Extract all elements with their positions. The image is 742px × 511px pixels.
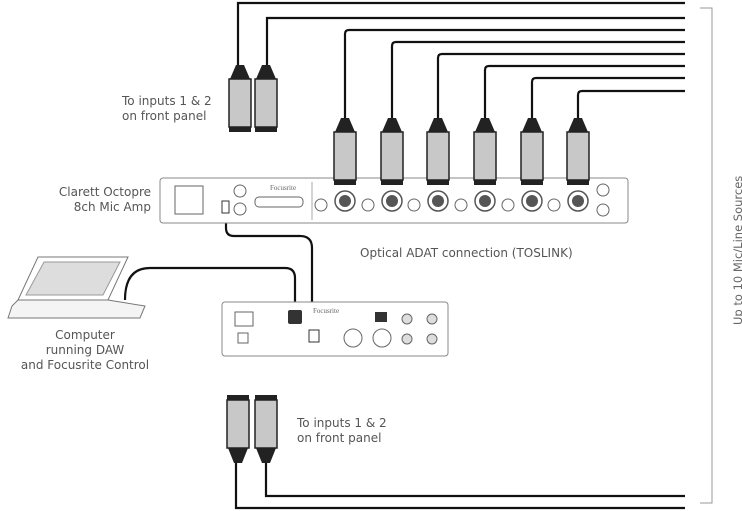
trs-jack-icon [501, 198, 515, 212]
xlr-connector-icon [228, 65, 252, 132]
trs-jack-icon [454, 198, 468, 212]
octopre-label: Clarett Octopre 8ch Mic Amp [46, 185, 151, 215]
xlr-connector-icon [426, 118, 450, 185]
cable [576, 89, 685, 118]
sources-bracket [700, 7, 713, 504]
cable [483, 64, 685, 118]
computer-line2: running DAW [45, 343, 125, 357]
xlr-connector-icon [254, 395, 278, 463]
cable [265, 16, 685, 65]
combo-jack-center [479, 195, 491, 207]
xlr-connector-icon [473, 118, 497, 185]
trs-jack-icon [407, 198, 421, 212]
top-inputs-line2: on front panel [122, 109, 207, 123]
octopre-line1: Clarett Octopre [58, 185, 151, 199]
combo-jack-center [572, 195, 584, 207]
cable [343, 28, 685, 118]
adat-label: Optical ADAT connection (TOSLINK) [360, 246, 573, 260]
xlr-connector-icon [380, 118, 404, 185]
clarett-octopre-device: Focusrite [159, 177, 629, 224]
trs-jack-icon [361, 198, 375, 212]
top-inputs-line1: To inputs 1 & 2 [122, 94, 212, 108]
trs-jack-icon [314, 198, 328, 212]
xlr-connector-icon [566, 118, 590, 185]
bottom-inputs-line2: on front panel [297, 431, 382, 445]
xlr-connector-icon [333, 118, 357, 185]
audio-interface-device: Focusrite [221, 301, 449, 357]
xlr-connector-icon [226, 395, 250, 463]
sources-label: Up to 10 Mic/Line Sources [731, 175, 742, 325]
computer-line3: and Focusrite Control [20, 358, 150, 372]
cable [234, 463, 685, 510]
combo-jack-center [386, 195, 398, 207]
combo-jack-center [432, 195, 444, 207]
bottom-inputs-line1: To inputs 1 & 2 [297, 416, 387, 430]
octopre-brand: Focusrite [270, 184, 296, 192]
xlr-connector-icon [520, 118, 544, 185]
cable [123, 266, 297, 312]
cable [390, 40, 685, 118]
combo-jack-center [526, 195, 538, 207]
octopre-line2: 8ch Mic Amp [73, 200, 151, 214]
bottom-inputs-label: To inputs 1 & 2 on front panel [297, 416, 387, 446]
cable [264, 463, 685, 498]
computer-line1: Computer [55, 328, 115, 342]
top-inputs-label: To inputs 1 & 2 on front panel [122, 94, 212, 124]
cable [530, 76, 685, 118]
cable [436, 52, 685, 118]
combo-jack-center [339, 195, 351, 207]
laptop-icon [7, 256, 146, 319]
cable [236, 1, 685, 65]
cable [224, 205, 314, 330]
computer-label: Computer running DAW and Focusrite Contr… [0, 328, 170, 373]
interface-brand: Focusrite [313, 307, 339, 315]
xlr-connector-icon [254, 65, 278, 132]
trs-jack-icon [547, 198, 561, 212]
